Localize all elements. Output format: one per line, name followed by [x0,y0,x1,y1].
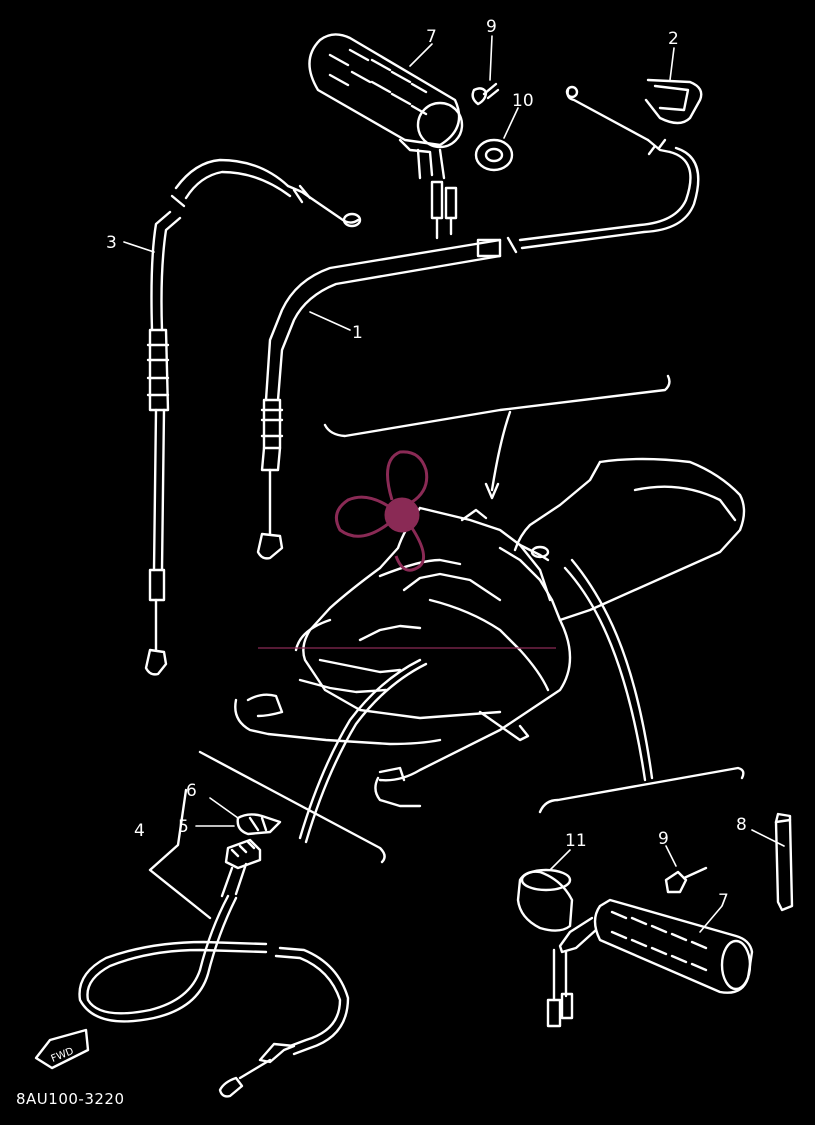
lower-left-inset-frame [198,750,386,864]
washer [474,138,514,172]
upper-inset-frame [323,374,671,500]
switch-assembly [78,788,350,1098]
throttle-cable-1 [256,236,518,560]
pointer-lines [298,558,654,844]
fwd-direction-tag [34,1028,90,1070]
callout-4: 4 [134,821,145,841]
top-screw [471,82,500,106]
vehicle-hull [234,457,746,808]
callout-11: 11 [565,831,587,851]
leader-lines [123,35,785,933]
callout-8: 8 [736,815,747,835]
callout-9-bottom: 9 [658,829,669,849]
throttle-cable-upper [518,85,700,250]
callout-10: 10 [512,91,534,111]
watermark-logo [258,450,556,649]
callout-1: 1 [352,323,363,343]
callout-2: 2 [668,29,679,49]
lower-right-inset-frame [538,766,745,814]
lower-right-grip-parts [516,812,794,1028]
bracket [644,78,703,125]
diagram-code: 8AU100-3220 [16,1090,125,1108]
callout-7-bottom: 7 [718,891,729,911]
callout-3: 3 [106,233,117,253]
top-throttle-grip [308,33,464,240]
callout-6: 6 [186,781,197,801]
callout-7-top: 7 [426,27,437,47]
callout-5: 5 [178,817,189,837]
choke-cable-3 [144,158,362,676]
callout-9-top: 9 [486,17,497,37]
